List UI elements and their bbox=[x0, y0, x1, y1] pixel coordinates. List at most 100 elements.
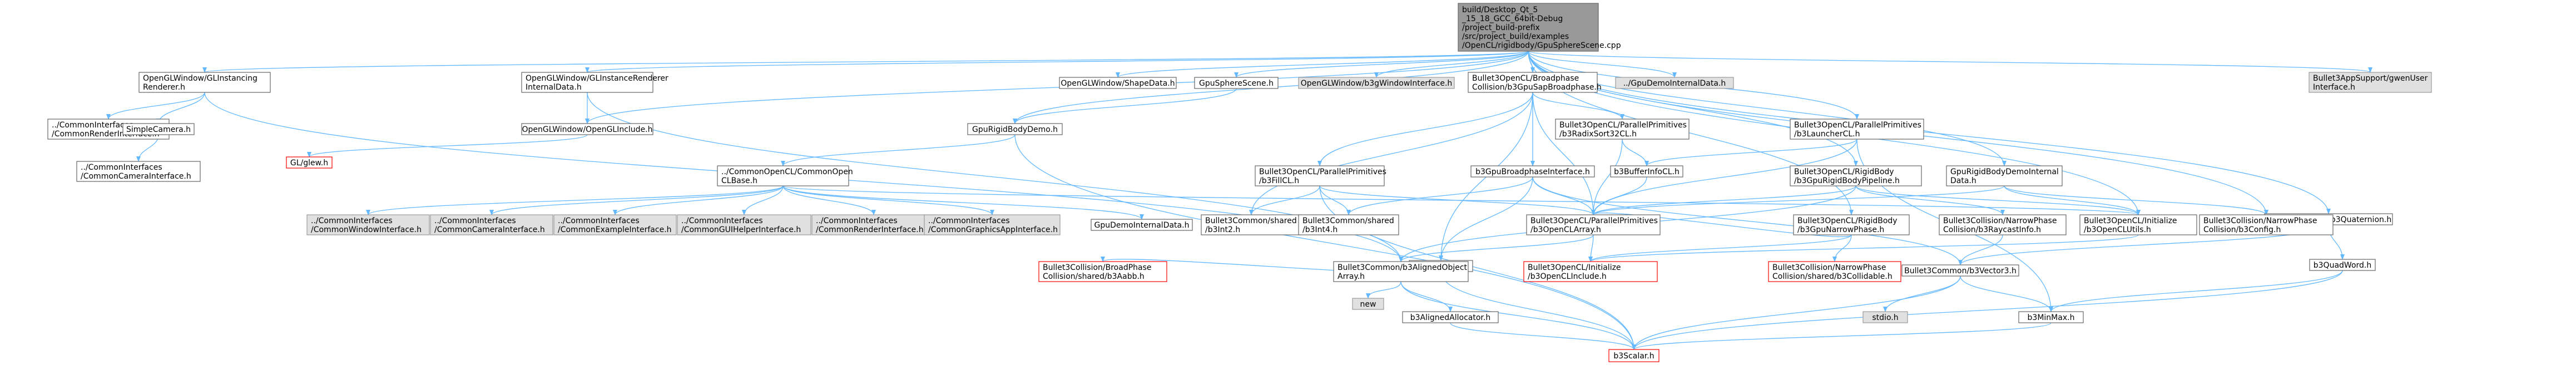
node-narrow[interactable]: Bullet3OpenCL/RigidBody/b3GpuNarrowPhase… bbox=[1793, 214, 1910, 235]
node-root[interactable]: build/Desktop_Qt_5_15_18_GCC_64bit-Debug… bbox=[1458, 3, 1621, 52]
edge-gpusphere-to-rigiddemo bbox=[1013, 88, 1237, 124]
node-label-root-line-4: /OpenCL/rigidbody/GpuSphereScene.cpp bbox=[1462, 41, 1621, 50]
file-nodes: build/Desktop_Qt_5_15_18_GCC_64bit-Debug… bbox=[47, 3, 2432, 362]
node-cci2[interactable]: ../CommonInterfaces/CommonCameraInterfac… bbox=[430, 214, 553, 235]
node-box-clutils bbox=[2079, 214, 2197, 235]
node-minmax[interactable]: b3MinMax.h bbox=[2018, 311, 2084, 323]
node-stdio[interactable]: stdio.h bbox=[1862, 311, 1908, 323]
edge-rbinternal-to-clutils bbox=[2004, 185, 2141, 215]
edge-clarray-to-clinclude bbox=[1588, 234, 1594, 262]
node-label-radix-line-0: Bullet3OpenCL/ParallelPrimitives bbox=[1559, 121, 1687, 130]
node-clarray[interactable]: Bullet3OpenCL/ParallelPrimitives/b3OpenC… bbox=[1526, 214, 1661, 235]
node-gpudemodata[interactable]: GpuDemoInternalData.h bbox=[1091, 219, 1193, 231]
node-glinclude[interactable]: OpenGLWindow/OpenGLInclude.h bbox=[521, 123, 653, 135]
node-allocator[interactable]: b3AlignedAllocator.h bbox=[1402, 311, 1499, 323]
node-clinclude[interactable]: Bullet3OpenCL/Initialize/b3OpenCLInclude… bbox=[1523, 261, 1658, 282]
node-box-aabbh bbox=[1038, 261, 1167, 282]
node-label-launcher-line-1: /b3LauncherCL.h bbox=[1794, 130, 1860, 139]
edge-rbpipe-to-raycast bbox=[1855, 185, 2005, 215]
edge-radix-to-bufinfo bbox=[1622, 139, 1649, 166]
node-label-clinclude-line-1: /b3OpenCLInclude.h bbox=[1528, 272, 1607, 281]
node-box-root bbox=[1458, 3, 1599, 52]
node-box-cgai bbox=[924, 214, 1061, 235]
edge-root-to-openuser bbox=[1528, 51, 2372, 73]
node-label-bufinfo-line-0: b3BufferInfoCL.h bbox=[1614, 168, 1680, 176]
node-simplecam[interactable]: SimpleCamera.h bbox=[122, 123, 195, 135]
node-label-demodata-line-0: ../GpuDemoInternalData.h bbox=[1623, 79, 1726, 88]
node-box-glew bbox=[286, 156, 333, 169]
node-label-b3gwin-line-0: OpenGLWindow/b3gWindowInterface.h bbox=[1301, 79, 1453, 88]
node-box-cgui bbox=[677, 214, 811, 235]
node-gpusphere[interactable]: GpuSphereScene.h bbox=[1194, 77, 1279, 89]
node-new[interactable]: new bbox=[1352, 298, 1384, 310]
edge-allocator-to-scalar bbox=[1450, 322, 1636, 350]
edge-root-to-b3gwin bbox=[1374, 51, 1529, 78]
node-label-glinst-line-1: Renderer.h bbox=[143, 83, 185, 92]
node-shapedata[interactable]: OpenGLWindow/ShapeData.h bbox=[1059, 77, 1177, 89]
node-label-clutils-line-0: Bullet3OpenCL/Initialize bbox=[2084, 216, 2177, 225]
node-label-allocator-line-0: b3AlignedAllocator.h bbox=[1410, 313, 1490, 322]
node-label-rbinternal-line-1: Data.h bbox=[1950, 176, 1976, 185]
node-label-clarray-line-1: /b3OpenCLArray.h bbox=[1530, 225, 1601, 234]
node-vector3[interactable]: Bullet3Common/b3Vector3.h bbox=[1901, 264, 2019, 277]
edge-minmax-to-scalar bbox=[1632, 322, 2052, 350]
edge-fillcl-to-int4 bbox=[1319, 185, 1351, 215]
edge-bpiface-to-vector3 bbox=[1532, 176, 1963, 265]
node-sapbp[interactable]: Bullet3OpenCL/BroadphaseCollision/b3GpuS… bbox=[1468, 72, 1602, 93]
node-label-gpudemodata-line-0: GpuDemoInternalData.h bbox=[1094, 221, 1190, 230]
node-launcher[interactable]: Bullet3OpenCL/ParallelPrimitives/b3Launc… bbox=[1790, 119, 1924, 140]
node-label-glinstdata-line-1: InternalData.h bbox=[526, 83, 582, 92]
node-glew[interactable]: GL/glew.h bbox=[286, 156, 333, 169]
node-label-int4-line-1: /b3Int4.h bbox=[1302, 225, 1337, 234]
node-glinstdata[interactable]: OpenGLWindow/GLInstanceRendererInternalD… bbox=[521, 72, 668, 93]
node-bufinfo[interactable]: b3BufferInfoCL.h bbox=[1610, 165, 1683, 178]
node-b3gwin[interactable]: OpenGLWindow/b3gWindowInterface.h bbox=[1298, 77, 1455, 89]
node-label-cwi-line-1: /CommonWindowInterface.h bbox=[311, 225, 422, 234]
node-cci[interactable]: ../CommonInterfaces/CommonCameraInterfac… bbox=[76, 161, 201, 182]
node-bpiface[interactable]: b3GpuBroadphaseInterface.h bbox=[1470, 165, 1595, 178]
node-rigiddemo[interactable]: GpuRigidBodyDemo.h bbox=[967, 123, 1063, 135]
edge-commonopencl-to-cwi bbox=[366, 185, 784, 215]
node-rbpipe[interactable]: Bullet3OpenCL/RigidBody/b3GpuRigidBodyPi… bbox=[1790, 165, 1922, 186]
node-cei[interactable]: ../CommonInterfaces/CommonExampleInterfa… bbox=[553, 214, 677, 235]
node-fillcl[interactable]: Bullet3OpenCL/ParallelPrimitives/b3FillC… bbox=[1255, 165, 1386, 186]
node-radix[interactable]: Bullet3OpenCL/ParallelPrimitives/b3Radix… bbox=[1555, 119, 1690, 140]
node-cgui[interactable]: ../CommonInterfaces/CommonGUIHelperInter… bbox=[677, 214, 811, 235]
node-box-stdio bbox=[1862, 311, 1908, 323]
node-label-cci2-line-1: /CommonCameraInterface.h bbox=[434, 225, 545, 234]
edge-quadword-to-minmax bbox=[2049, 270, 2343, 312]
node-cwi[interactable]: ../CommonInterfaces/CommonWindowInterfac… bbox=[306, 214, 430, 235]
node-scalar[interactable]: b3Scalar.h bbox=[1608, 349, 1659, 362]
edge-quadword-to-scalar bbox=[1632, 270, 2343, 350]
node-raycast[interactable]: Bullet3Collision/NarrowPhaseCollision/b3… bbox=[1939, 214, 2067, 235]
edge-aligned-to-allocator bbox=[1400, 281, 1453, 312]
node-box-glinstdata bbox=[521, 72, 653, 93]
node-int2[interactable]: Bullet3Common/shared/b3Int2.h bbox=[1201, 214, 1302, 235]
node-cri2[interactable]: ../CommonInterfaces/CommonRenderInterfac… bbox=[811, 214, 936, 235]
node-box-aligned bbox=[1333, 261, 1469, 282]
node-label-shapedata-line-0: OpenGLWindow/ShapeData.h bbox=[1061, 79, 1175, 88]
node-label-openuser-line-1: Interface.h bbox=[2313, 83, 2355, 92]
node-box-cri2 bbox=[811, 214, 936, 235]
node-label-fillcl-line-0: Bullet3OpenCL/ParallelPrimitives bbox=[1259, 168, 1386, 176]
node-cgai[interactable]: ../CommonInterfaces/CommonGraphicsAppInt… bbox=[924, 214, 1061, 235]
node-label-aligned-line-0: Bullet3Common/b3AlignedObject bbox=[1337, 263, 1468, 272]
node-label-clinclude-line-0: Bullet3OpenCL/Initialize bbox=[1528, 263, 1621, 272]
node-int4[interactable]: Bullet3Common/shared/b3Int4.h bbox=[1298, 214, 1399, 235]
node-clutils[interactable]: Bullet3OpenCL/Initialize/b3OpenCLUtils.h bbox=[2079, 214, 2197, 235]
node-aabbh[interactable]: Bullet3Collision/BroadPhaseCollision/sha… bbox=[1038, 261, 1167, 282]
node-box-clarray bbox=[1526, 214, 1661, 235]
edge-rbinternal-to-clarray bbox=[1591, 185, 2005, 215]
edge-root-to-gpusphere bbox=[1234, 51, 1529, 78]
node-quadword[interactable]: b3QuadWord.h bbox=[2309, 259, 2376, 271]
node-collidable[interactable]: Bullet3Collision/NarrowPhaseCollision/sh… bbox=[1768, 261, 1901, 282]
node-demodata[interactable]: ../GpuDemoInternalData.h bbox=[1615, 77, 1734, 89]
node-config[interactable]: Bullet3Collision/NarrowPhaseCollision/b3… bbox=[2199, 214, 2334, 235]
node-label-new-line-0: new bbox=[1360, 300, 1376, 309]
node-label-config-line-0: Bullet3Collision/NarrowPhase bbox=[2203, 216, 2317, 225]
